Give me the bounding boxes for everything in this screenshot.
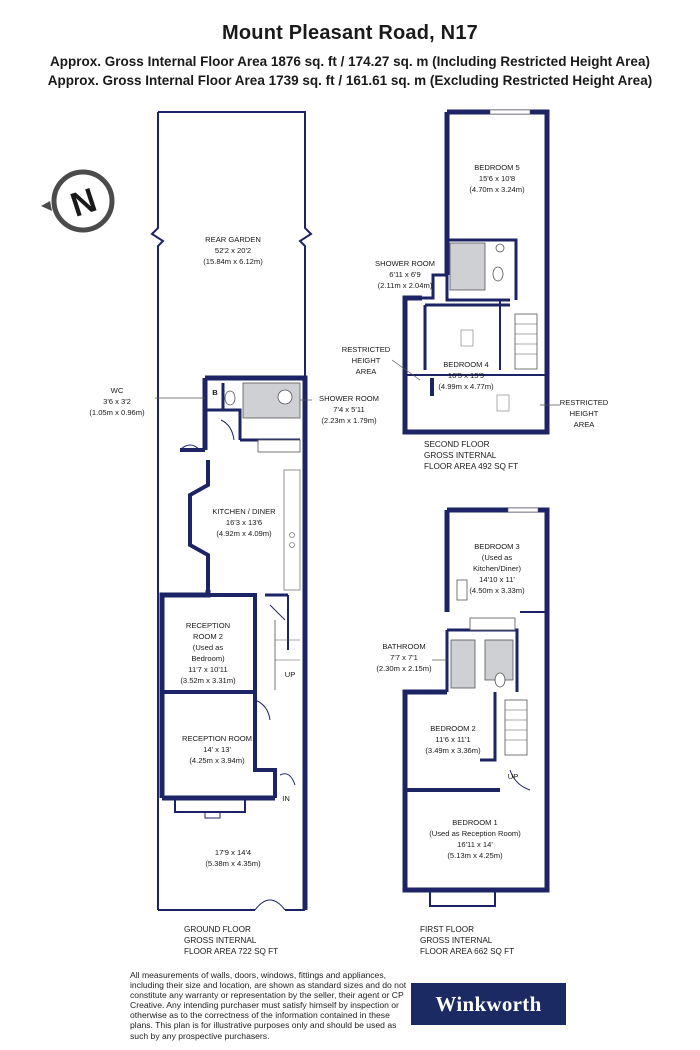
bedroom5-size: 15'6 x 10'8 bbox=[479, 174, 515, 183]
first-floor-label-3: FLOOR AREA 662 SQ FT bbox=[420, 947, 514, 956]
second-floor-label-3: FLOOR AREA 492 SQ FT bbox=[424, 462, 518, 471]
reception-metric: (4.25m x 3.94m) bbox=[189, 756, 245, 765]
disclaimer-text: All measurements of walls, doors, window… bbox=[130, 970, 407, 1041]
bedroom4-metric: (4.99m x 4.77m) bbox=[438, 382, 494, 391]
ground-fixtures bbox=[224, 382, 301, 690]
ground-floor-label-3: FLOOR AREA 722 SQ FT bbox=[184, 947, 278, 956]
wc-name: WC bbox=[111, 386, 124, 395]
rear-garden-metric: (15.84m x 6.12m) bbox=[203, 257, 263, 266]
ground-up-label: UP bbox=[285, 670, 296, 679]
bedroom2-size: 11'6 x 11'1 bbox=[435, 735, 470, 744]
reception2-size: 11'7 x 10'11 bbox=[188, 665, 227, 674]
wc-marker: B bbox=[212, 388, 218, 397]
bedroom1-metric: (5.13m x 4.25m) bbox=[447, 851, 503, 860]
front-garden-size: 17'9 x 14'4 bbox=[215, 848, 251, 857]
restricted-right-2: HEIGHT bbox=[570, 409, 599, 418]
reception2-name-2: ROOM 2 bbox=[193, 632, 223, 641]
north-compass-icon: N bbox=[41, 169, 115, 233]
area-excluding-restricted: Approx. Gross Internal Floor Area 1739 s… bbox=[47, 73, 653, 88]
bedroom3-metric: (4.50m x 3.33m) bbox=[469, 586, 525, 595]
kitchen-name: KITCHEN / DINER bbox=[212, 507, 276, 516]
first-floor-labels: BEDROOM 3 (Used as Kitchen/Diner) 14'10 … bbox=[376, 542, 525, 956]
rear-garden-size: 52'2 x 20'2 bbox=[215, 246, 251, 255]
restricted-left-2: HEIGHT bbox=[352, 356, 381, 365]
reception-name: RECEPTION ROOM bbox=[182, 734, 252, 743]
bedroom2-metric: (3.49m x 3.36m) bbox=[425, 746, 481, 755]
reception2-name-1: RECEPTION bbox=[186, 621, 230, 630]
kitchen-metric: (4.92m x 4.09m) bbox=[216, 529, 272, 538]
reception2-metric: (3.52m x 3.31m) bbox=[180, 676, 236, 685]
bedroom4-size: 16'5 x 15'9 bbox=[448, 371, 484, 380]
bedroom1-size: 16'11 x 14' bbox=[457, 840, 493, 849]
restricted-left-1: RESTRICTED bbox=[342, 345, 391, 354]
shower-room-s-size: 6'11 x 6'9 bbox=[389, 270, 420, 279]
first-floor-label-1: FIRST FLOOR bbox=[420, 925, 474, 934]
second-floor-label-1: SECOND FLOOR bbox=[424, 440, 490, 449]
restricted-left-3: AREA bbox=[356, 367, 378, 376]
ground-floor-label-1: GROUND FLOOR bbox=[184, 925, 251, 934]
rear-garden-name: REAR GARDEN bbox=[205, 235, 261, 244]
shower-room-g-size: 7'4 x 5'11 bbox=[333, 405, 364, 414]
shower-room-s-name: SHOWER ROOM bbox=[375, 259, 435, 268]
bathroom-name: BATHROOM bbox=[382, 642, 425, 651]
second-floor-fixtures bbox=[430, 109, 538, 412]
second-floor-labels: BEDROOM 5 15'6 x 10'8 (4.70m x 3.24m) SH… bbox=[342, 163, 609, 471]
bedroom1-note: (Used as Reception Room) bbox=[429, 829, 521, 838]
restricted-right-1: RESTRICTED bbox=[560, 398, 609, 407]
bedroom1-name: BEDROOM 1 bbox=[452, 818, 498, 827]
bedroom5-name: BEDROOM 5 bbox=[474, 163, 520, 172]
bathroom-size: 7'7 x 7'1 bbox=[390, 653, 418, 662]
shower-room-g-name: SHOWER ROOM bbox=[319, 394, 379, 403]
area-including-restricted: Approx. Gross Internal Floor Area 1876 s… bbox=[50, 54, 650, 69]
restricted-right-3: AREA bbox=[574, 420, 596, 429]
bedroom3-note-2: Kitchen/Diner) bbox=[473, 564, 522, 573]
first-up-label: UP bbox=[508, 772, 519, 781]
second-floor-plan bbox=[402, 109, 550, 435]
reception2-note-1: (Used as bbox=[193, 643, 224, 652]
bedroom2-name: BEDROOM 2 bbox=[430, 724, 476, 733]
ground-in-label: IN bbox=[282, 794, 290, 803]
bedroom3-size: 14'10 x 11' bbox=[479, 575, 515, 584]
reception-size: 14' x 13' bbox=[203, 745, 231, 754]
bathroom-metric: (2.30m x 2.15m) bbox=[376, 664, 432, 673]
bedroom4-name: BEDROOM 4 bbox=[443, 360, 489, 369]
bedroom3-note-1: (Used as bbox=[482, 553, 513, 562]
first-floor-fixtures bbox=[450, 507, 539, 756]
wc-metric: (1.05m x 0.96m) bbox=[89, 408, 145, 417]
reception2-note-2: Bedroom) bbox=[191, 654, 225, 663]
ground-floor-labels: REAR GARDEN 52'2 x 20'2 (15.84m x 6.12m)… bbox=[89, 235, 379, 956]
wc-size: 3'6 x 3'2 bbox=[103, 397, 131, 406]
front-garden-metric: (5.38m x 4.35m) bbox=[205, 859, 261, 868]
bedroom5-metric: (4.70m x 3.24m) bbox=[469, 185, 525, 194]
ground-floor-label-2: GROSS INTERNAL bbox=[184, 936, 257, 945]
plan-title: Mount Pleasant Road, N17 bbox=[222, 22, 478, 44]
first-floor-label-2: GROSS INTERNAL bbox=[420, 936, 493, 945]
shower-room-s-metric: (2.11m x 2.04m) bbox=[378, 281, 433, 290]
shower-room-g-metric: (2.23m x 1.79m) bbox=[321, 416, 377, 425]
bedroom3-name: BEDROOM 3 bbox=[474, 542, 520, 551]
winkworth-logo: Winkworth bbox=[411, 983, 566, 1025]
kitchen-size: 16'3 x 13'6 bbox=[226, 518, 262, 527]
second-floor-label-2: GROSS INTERNAL bbox=[424, 451, 497, 460]
